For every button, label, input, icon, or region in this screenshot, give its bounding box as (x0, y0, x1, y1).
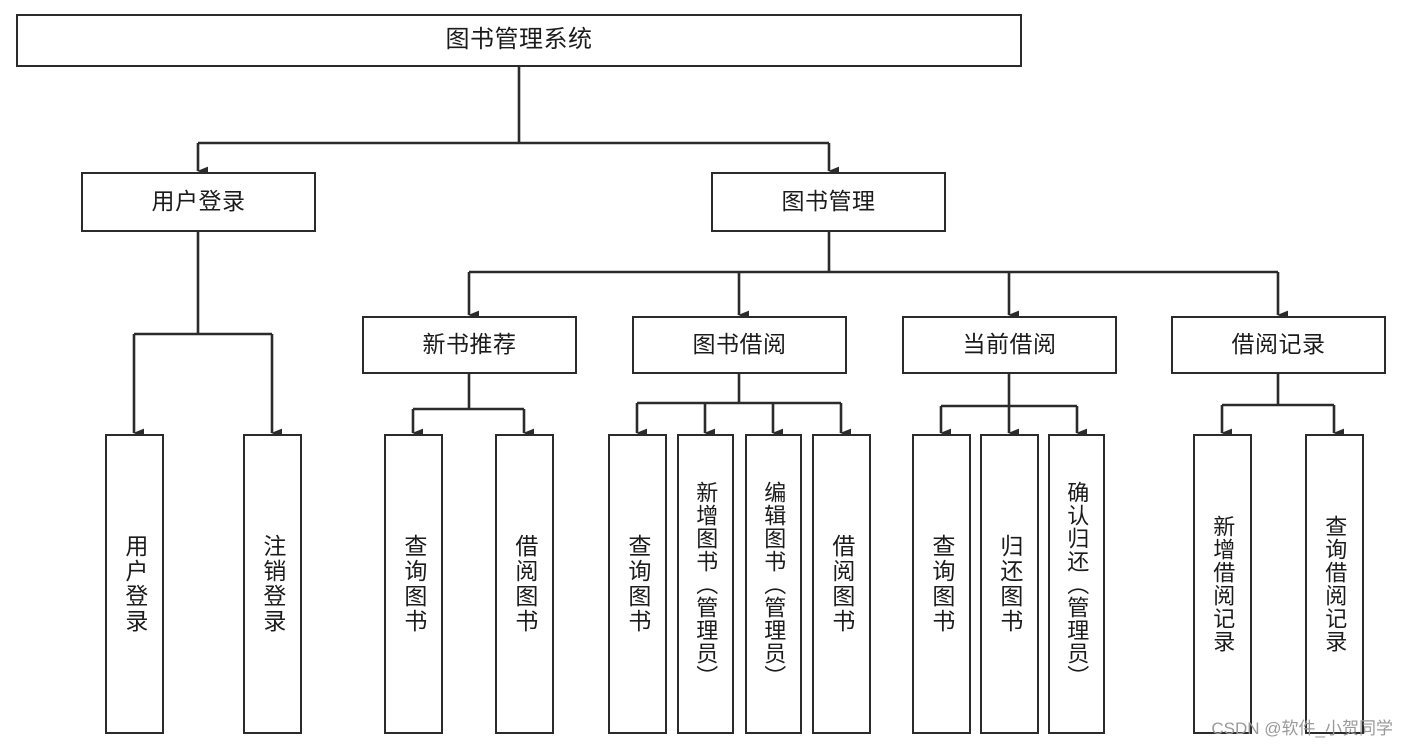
node-label: 编辑图书（管理员） (761, 480, 787, 688)
node-label: 查询图书 (400, 534, 427, 634)
node-leaf-logout[interactable]: 注销登录 (243, 434, 302, 734)
node-current-borrowing[interactable]: 当前借阅 (902, 316, 1117, 374)
node-label: 查询图书 (928, 534, 955, 634)
node-label: 查询借阅记录 (1322, 515, 1348, 653)
node-label: 新书推荐 (422, 331, 517, 358)
node-label: 新增借阅记录 (1210, 515, 1236, 653)
node-label: 图书借阅 (692, 331, 787, 358)
node-leaf-borrow-books-new[interactable]: 借阅图书 (495, 434, 554, 734)
node-leaf-add-borrow-record[interactable]: 新增借阅记录 (1193, 434, 1252, 734)
node-label: 用户登录 (151, 188, 246, 215)
node-label: 新增图书（管理员） (693, 480, 719, 688)
node-leaf-add-book-admin[interactable]: 新增图书（管理员） (677, 434, 734, 734)
csdn-watermark: CSDN @软件_小贺同学 (1211, 719, 1393, 738)
node-leaf-query-books-current[interactable]: 查询图书 (912, 434, 971, 734)
node-root-book-management-system[interactable]: 图书管理系统 (16, 14, 1022, 67)
node-label: 确认归还（管理员） (1064, 480, 1090, 688)
node-label: 借阅图书 (828, 534, 855, 634)
node-label: 查询图书 (624, 534, 651, 634)
node-leaf-confirm-return-admin[interactable]: 确认归还（管理员） (1048, 434, 1105, 734)
node-leaf-query-borrow-record[interactable]: 查询借阅记录 (1305, 434, 1364, 734)
node-book-borrowing[interactable]: 图书借阅 (632, 316, 847, 374)
node-label: 借阅记录 (1231, 331, 1326, 358)
node-leaf-borrow-books[interactable]: 借阅图书 (812, 434, 871, 734)
node-label: 归还图书 (996, 534, 1023, 634)
node-leaf-user-login[interactable]: 用户登录 (105, 434, 164, 734)
node-borrowing-record[interactable]: 借阅记录 (1171, 316, 1386, 374)
node-book-management[interactable]: 图书管理 (711, 172, 946, 232)
node-label: 图书管理 (781, 188, 876, 215)
node-label: 用户登录 (121, 534, 148, 634)
node-user-login[interactable]: 用户登录 (81, 172, 316, 232)
node-leaf-query-books-new[interactable]: 查询图书 (384, 434, 443, 734)
node-label: 当前借阅 (962, 331, 1057, 358)
node-label: 图书管理系统 (445, 26, 593, 54)
node-label: 借阅图书 (511, 534, 538, 634)
node-leaf-return-books[interactable]: 归还图书 (980, 434, 1039, 734)
node-label: 注销登录 (259, 534, 286, 634)
node-leaf-query-books-borrow[interactable]: 查询图书 (608, 434, 667, 734)
node-leaf-edit-book-admin[interactable]: 编辑图书（管理员） (745, 434, 802, 734)
node-new-book-recommendation[interactable]: 新书推荐 (362, 316, 577, 374)
